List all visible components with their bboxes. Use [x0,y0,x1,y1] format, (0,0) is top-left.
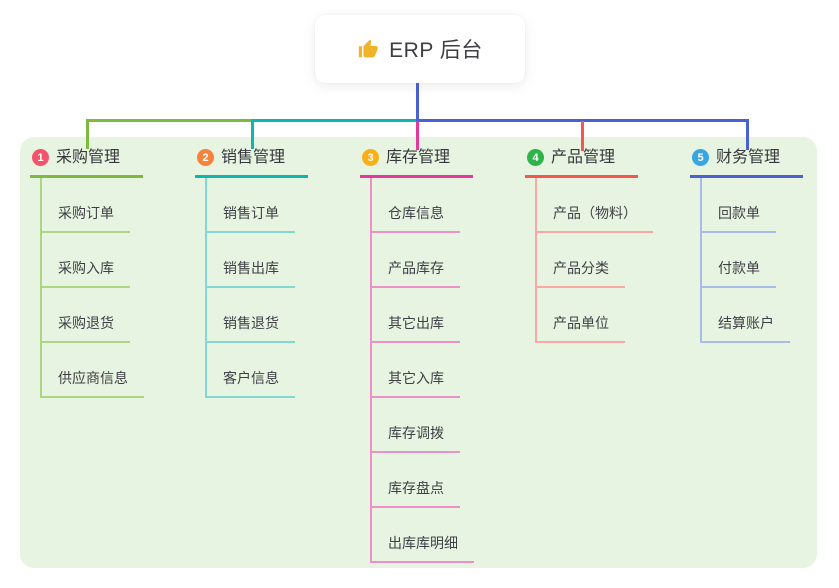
root-connector-line [416,83,419,121]
branch-title: 库存管理 [386,149,451,166]
drop-line-purchase [86,119,89,149]
branch-children: 产品（物料） 产品分类 产品单位 [535,178,653,343]
child-node[interactable]: 出库库明细 [372,508,474,563]
bus-segment-sales [251,119,419,122]
child-node[interactable]: 销售退货 [207,288,295,343]
branch-node-purchase[interactable]: 1 采购管理 [30,147,143,178]
branch-node-inventory[interactable]: 3 库存管理 [360,147,473,178]
bus-segment-purchase [86,119,253,122]
child-node[interactable]: 采购入库 [42,233,130,288]
branch-inventory: 3 库存管理 仓库信息 产品库存 其它出库 其它入库 库存调拨 库存盘点 出库库… [360,147,510,563]
branch-children: 采购订单 采购入库 采购退货 供应商信息 [40,178,144,398]
branch-title: 产品管理 [551,149,616,166]
drop-line-inventory [416,121,419,150]
branch-children: 销售订单 销售出库 销售退货 客户信息 [205,178,295,398]
root-title: ERP 后台 [389,39,483,62]
branch-children: 回款单 付款单 结算账户 [700,178,790,343]
branch-product: 4 产品管理 产品（物料） 产品分类 产品单位 [525,147,675,343]
child-node[interactable]: 仓库信息 [372,178,460,233]
child-node[interactable]: 产品库存 [372,233,460,288]
branch-node-sales[interactable]: 2 销售管理 [195,147,308,178]
branch-number-badge: 3 [362,149,379,166]
child-node[interactable]: 付款单 [702,233,776,288]
child-node[interactable]: 客户信息 [207,343,295,398]
branch-node-product[interactable]: 4 产品管理 [525,147,638,178]
child-node[interactable]: 产品（物料） [537,178,653,233]
child-node[interactable]: 结算账户 [702,288,790,343]
bus-segment-finance [416,119,749,122]
child-node[interactable]: 采购订单 [42,178,130,233]
child-node[interactable]: 回款单 [702,178,776,233]
drop-line-product [581,121,584,151]
child-node[interactable]: 产品分类 [537,233,625,288]
child-node[interactable]: 销售订单 [207,178,295,233]
child-node[interactable]: 采购退货 [42,288,130,343]
mindmap-background-panel [20,137,817,568]
branch-number-badge: 1 [32,149,49,166]
child-node[interactable]: 库存调拨 [372,398,460,453]
branch-number-badge: 5 [692,149,709,166]
branch-number-badge: 4 [527,149,544,166]
branch-number-badge: 2 [197,149,214,166]
branch-purchase: 1 采购管理 采购订单 采购入库 采购退货 供应商信息 [30,147,180,398]
child-node[interactable]: 其它出库 [372,288,460,343]
thumbs-up-icon [357,38,379,60]
branch-node-finance[interactable]: 5 财务管理 [690,147,803,178]
root-node[interactable]: ERP 后台 [315,15,525,83]
drop-line-finance [746,119,749,150]
drop-line-sales [251,119,254,149]
branch-title: 销售管理 [221,149,286,166]
branch-sales: 2 销售管理 销售订单 销售出库 销售退货 客户信息 [195,147,345,398]
branch-title: 财务管理 [716,149,781,166]
child-node[interactable]: 其它入库 [372,343,460,398]
child-node[interactable]: 销售出库 [207,233,295,288]
branch-finance: 5 财务管理 回款单 付款单 结算账户 [690,147,839,343]
child-node[interactable]: 供应商信息 [42,343,144,398]
child-node[interactable]: 产品单位 [537,288,625,343]
branch-title: 采购管理 [56,149,121,166]
child-node[interactable]: 库存盘点 [372,453,460,508]
branch-children: 仓库信息 产品库存 其它出库 其它入库 库存调拨 库存盘点 出库库明细 [370,178,474,563]
